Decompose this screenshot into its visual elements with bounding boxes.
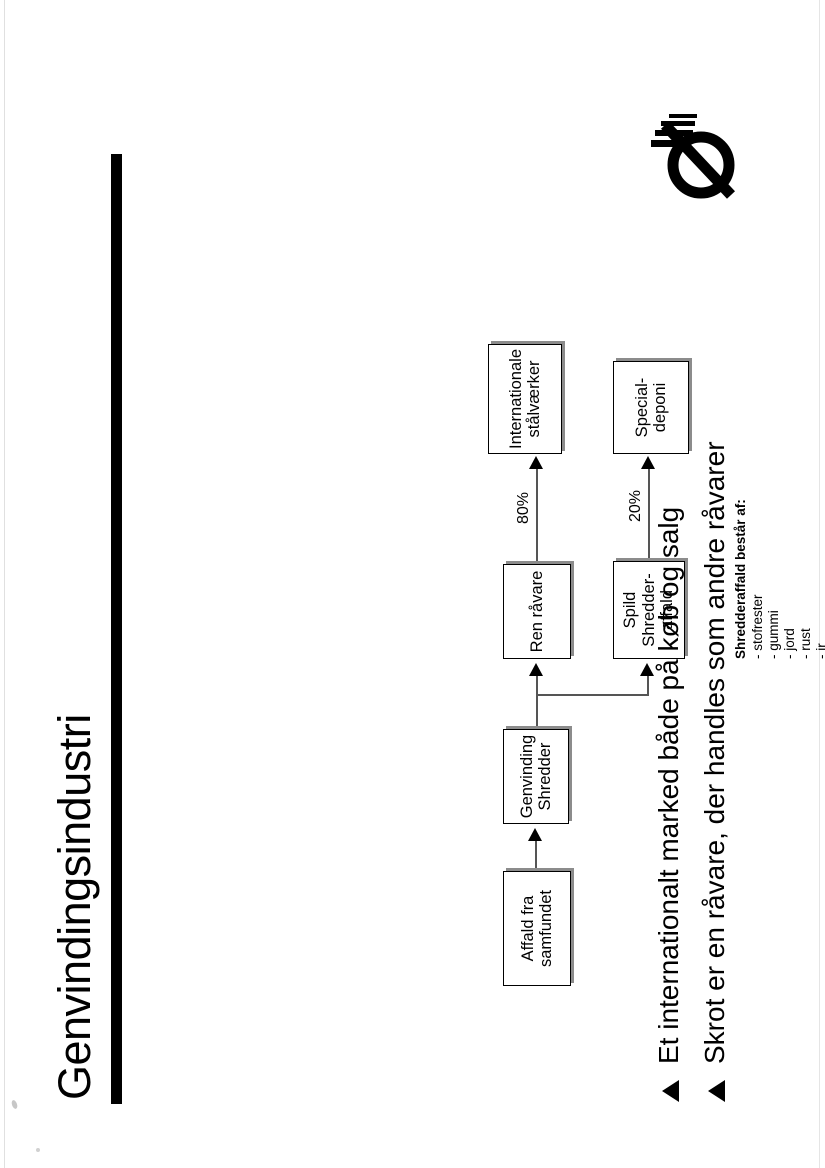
- connector-spild-to-deponi: [647, 469, 650, 558]
- flow-box-genvinding-shredder[interactable]: Genvinding Shredder: [502, 729, 569, 824]
- list-item: Skrot er en råvare, der handles som andr…: [699, 441, 731, 1102]
- flow-box-label: Internationale stålværker: [506, 349, 543, 449]
- triangle-bullet-icon: [707, 1080, 725, 1102]
- title-underline-rule: [110, 154, 122, 1104]
- connector-affald-to-shredder: [534, 841, 537, 868]
- flow-box-special-deponi[interactable]: Special-deponi: [612, 361, 689, 454]
- flow-box-label: Affald fra samfundet: [518, 889, 555, 968]
- connector-shredder-stub: [535, 694, 538, 726]
- flow-box-affald-fra-samfundet[interactable]: Affald fra samfundet: [502, 871, 571, 986]
- composition-item: - rust: [797, 628, 813, 659]
- flow-box-ren-raavare[interactable]: Ren råvare: [502, 564, 571, 659]
- page-title: Genvindingsindustri: [48, 714, 100, 1100]
- split-label-waste-share: 20%: [626, 489, 644, 522]
- connector-split-vertical: [536, 693, 649, 696]
- circle-slash-bars-logo-icon: [650, 114, 735, 199]
- arrowhead-affald-to-shredder: [527, 828, 542, 841]
- arrowhead-split-to-spild: [639, 663, 654, 676]
- composition-item: - ir: [813, 643, 825, 659]
- arrowhead-split-to-ren: [528, 663, 543, 676]
- composition-item: - jord: [781, 628, 797, 659]
- split-label-clean-share: 80%: [514, 491, 532, 524]
- arrowhead-ren-to-intl: [528, 456, 543, 469]
- composition-item: - gummi: [765, 610, 781, 659]
- scan-page-edge-right: [819, 0, 820, 1168]
- bullet-list: Et internationalt marked både på køb og …: [653, 441, 745, 1102]
- connector-split-to-ren: [535, 676, 538, 696]
- composition-item: - stofrester: [749, 594, 765, 659]
- flow-box-label: Special-deponi: [632, 377, 669, 438]
- triangle-bullet-icon: [661, 1080, 679, 1102]
- scan-page-edge-left: [4, 0, 5, 1168]
- connector-ren-to-intl: [535, 469, 538, 561]
- flow-box-label: Genvinding Shredder: [517, 734, 554, 819]
- scan-artifact: [36, 1148, 40, 1152]
- list-item: Et internationalt marked både på køb og …: [653, 462, 685, 1102]
- shredder-waste-composition: Shredderaffald består af: - stofrester -…: [733, 499, 825, 659]
- flow-box-label: Ren råvare: [527, 570, 546, 653]
- slide-canvas: Genvindingsindustri Affald fra samfundet…: [33, 54, 825, 1114]
- scan-artifact: [10, 1099, 19, 1110]
- bullet-text: Et internationalt marked både på køb og …: [652, 506, 684, 1064]
- flow-box-internationale-staalvaerker[interactable]: Internationale stålværker: [487, 344, 562, 454]
- connector-split-to-spild: [646, 676, 649, 696]
- bullet-text: Skrot er en råvare, der handles som andr…: [698, 441, 730, 1064]
